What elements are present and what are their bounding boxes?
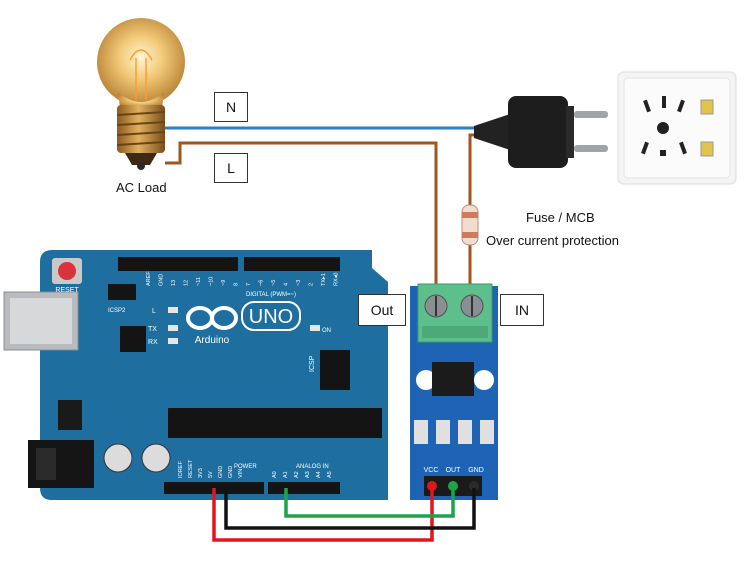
digital-pin-label-15: RX◂0 [334,273,340,286]
digital-pin-label-1: GND [159,274,165,286]
digital-pin-label-9: ~6 [259,280,265,286]
arduino-uno-text: UNO [249,306,293,328]
digital-pin-label-11: 4 [284,283,290,286]
live-label-box: L [214,153,248,183]
wall-socket [617,71,737,185]
fuse-description: Over current protection [486,233,619,248]
signal-wire [284,488,455,518]
power-pin-label-6: VIN [238,469,244,478]
fuse-label: Fuse / MCB [526,210,595,225]
led-rx-label: RX [148,339,158,346]
power-pin-labels: IOREF RESET 3V3 5V GND GND VIN [178,459,244,478]
analog-pin-label-2: A2 [294,471,300,478]
led-tx-label: TX [148,326,157,333]
digital-pin-label-4: ~11 [196,277,202,286]
sensor-out-label: OUT [446,467,462,474]
analog-pin-label-0: A0 [272,471,278,478]
analog-pin-label-1: A1 [283,471,289,478]
digital-pin-label-5: ~10 [209,277,215,286]
digital-pin-label-8: 7 [246,283,252,286]
out-label-box: Out [358,294,406,326]
digital-pin-label-12: ~3 [296,280,302,286]
ac-load-label: AC Load [116,180,167,195]
analog-label: ANALOG IN [296,464,329,470]
digital-pin-label-3: 12 [184,280,190,286]
analog-pin-label-5: A5 [327,471,333,478]
led-l-label: L [152,308,156,315]
icsp-label: ICSP [309,355,316,372]
arduino-brand-text: Arduino [195,335,230,346]
digital-pin-label-0: AREF [146,271,152,286]
on-led-label: ON [322,328,331,334]
power-pin-label-3: 5V [208,471,214,478]
digital-pin-label-14: TX▸1 [321,273,327,286]
digital-pin-label-13: 2 [309,283,315,286]
reset-label: RESET [55,287,79,294]
digital-pin-label-10: ~5 [271,280,277,286]
in-label: IN [515,302,529,318]
live-wire [165,141,438,290]
analog-pin-label-3: A3 [305,471,311,478]
digital-pin-label-2: 13 [171,280,177,286]
power-plug-icon [474,96,608,168]
live-label: L [227,160,235,176]
power-label: POWER [234,464,257,470]
digital-pin-labels: AREF GND 13 12 ~11 ~10 ~9 8 7 ~6 ~5 4 ~3 2 TX▸1 RX◂0 [146,271,340,286]
analog-pin-labels: A0 A1 A2 A3 A4 A5 [272,471,333,478]
sensor-vcc-label: VCC [424,467,439,474]
current-sensor-module [410,283,498,500]
light-bulb-icon [97,18,185,170]
power-pin-label-5: GND [228,466,234,478]
out-label: Out [370,302,394,318]
vcc-wire [212,488,434,542]
icsp2-label: ICSP2 [108,308,126,314]
power-pin-label-4: GND [218,466,224,478]
in-label-box: IN [500,294,544,326]
digital-pin-label-6: ~9 [221,280,227,286]
digital-pin-label-7: 8 [234,283,240,286]
sensor-gnd-label: GND [468,467,484,474]
neutral-label: N [225,99,237,115]
fuse-icon [461,204,479,246]
neutral-label-box: N [214,92,248,122]
digital-label: DIGITAL (PWM=~) [246,292,296,298]
power-pin-label-1: RESET [188,459,194,478]
gnd-wire [224,488,476,530]
power-pin-label-0: IOREF [178,461,184,478]
power-pin-label-2: 3V3 [198,468,204,478]
arduino-uno-board [3,250,388,500]
analog-pin-label-4: A4 [316,471,322,478]
